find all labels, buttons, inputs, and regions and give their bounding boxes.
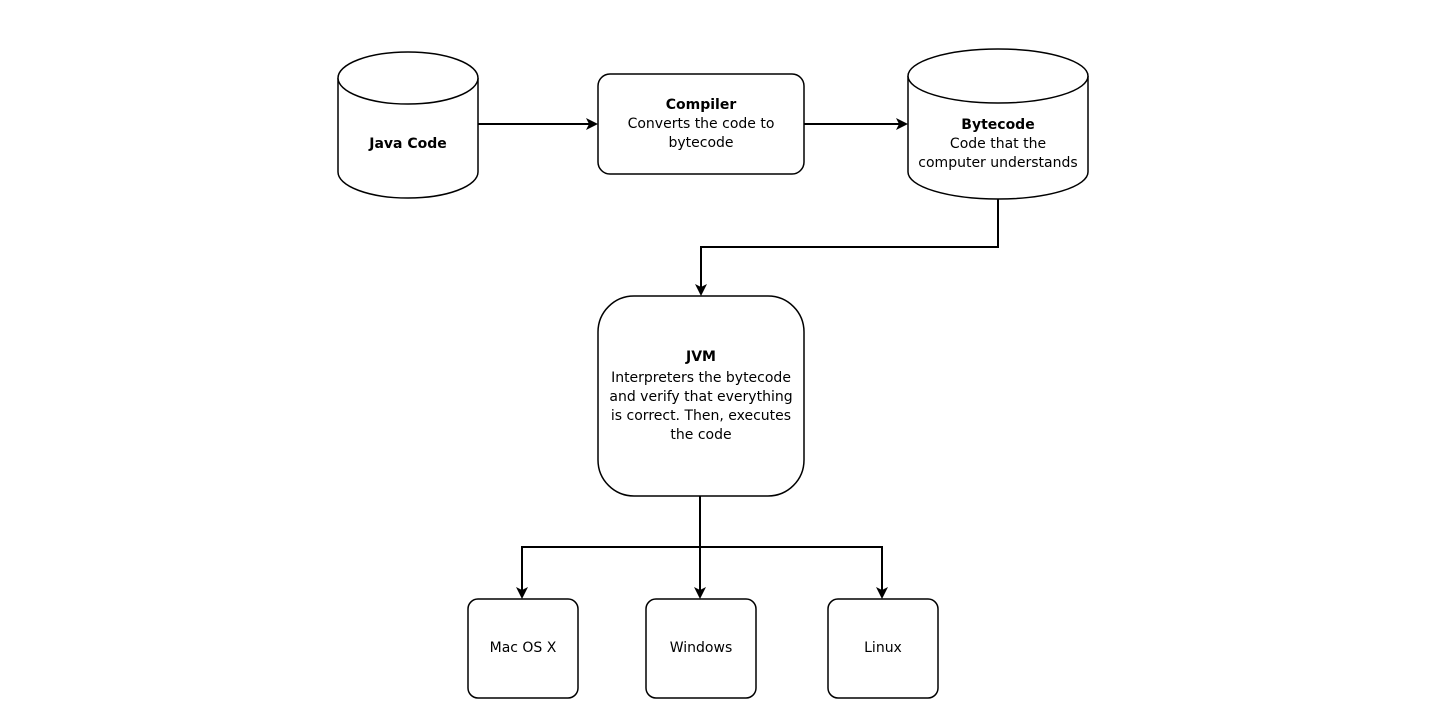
windows-box bbox=[645, 598, 757, 699]
mac-os-x-label: Mac OS X bbox=[489, 640, 557, 656]
jvm-description: Interpreters the bytecode and verify tha… bbox=[609, 369, 793, 443]
windows-label: Windows bbox=[669, 640, 733, 656]
java-code-cylinder bbox=[337, 51, 479, 199]
jvm-title: JVM bbox=[686, 348, 716, 365]
arrow-bytecode-to-jvm bbox=[695, 199, 999, 296]
windows-label-container: Windows bbox=[646, 599, 756, 698]
bytecode-label-container: Bytecode Code that the computer understa… bbox=[908, 106, 1088, 182]
bytecode-cylinder bbox=[907, 48, 1089, 200]
compiler-title: Compiler bbox=[665, 96, 737, 113]
mac-os-x-box bbox=[467, 598, 579, 699]
linux-label: Linux bbox=[864, 640, 902, 656]
compiler-label-container: Compiler Converts the code to bytecode bbox=[604, 76, 798, 172]
mac-os-x-label-container: Mac OS X bbox=[468, 599, 578, 698]
bytecode-title: Bytecode bbox=[961, 116, 1035, 133]
linux-label-container: Linux bbox=[828, 599, 938, 698]
java-code-title: Java Code bbox=[369, 135, 447, 152]
jvm-label-container: JVM Interpreters the bytecode and verify… bbox=[604, 300, 798, 492]
java-code-label-container: Java Code bbox=[338, 104, 478, 184]
bytecode-description: Code that the computer understands bbox=[918, 135, 1078, 171]
compiler-description: Converts the code to bytecode bbox=[627, 115, 775, 151]
linux-box bbox=[827, 598, 939, 699]
arrow-jvm-to-mac bbox=[516, 546, 700, 599]
arrow-jvm-to-linux bbox=[700, 546, 888, 599]
